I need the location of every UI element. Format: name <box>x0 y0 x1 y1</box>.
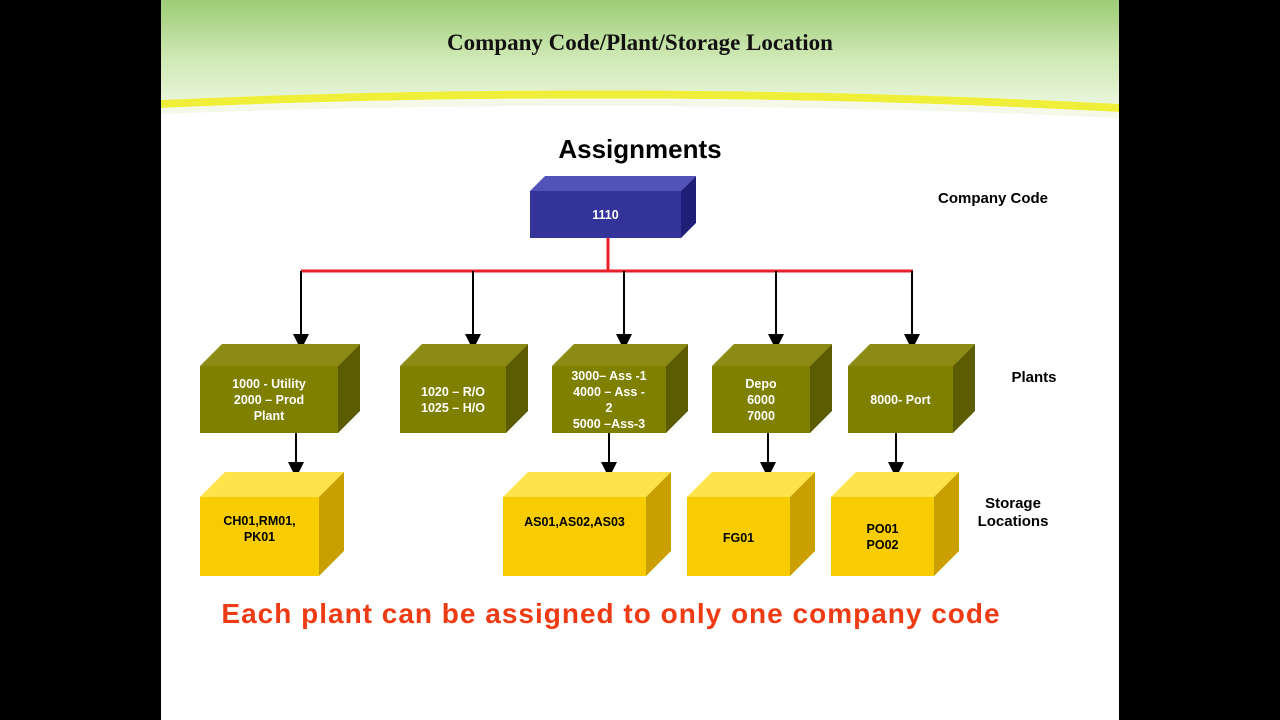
plant-box-3-shape <box>552 344 688 433</box>
plant-box-2-shape <box>400 344 528 433</box>
plant-2-line-2: 1025 – H/O <box>421 400 485 415</box>
plant-4-line-2: 6000 <box>747 392 775 407</box>
plant-box-4-shape <box>712 344 832 433</box>
storage-1-line-1: CH01,RM01, <box>223 514 296 528</box>
storage-box-3-shape <box>687 472 815 576</box>
storage-box-3-text: FG01 <box>687 497 790 579</box>
storage-box-4-shape <box>831 472 959 576</box>
plant-4-line-3: 7000 <box>747 408 775 423</box>
storage-label-line-1: Storage <box>985 495 1041 512</box>
plant-3-line-2: 4000 – Ass - <box>573 384 645 399</box>
storage-4-line-2: PO02 <box>866 537 899 552</box>
footer-statement: Each plant can be assigned to only one c… <box>221 598 1001 629</box>
storage-3-line-1: FG01 <box>722 531 755 545</box>
plant-box-1-text: 1000 - Utility 2000 – Prod Plant <box>200 366 338 433</box>
storage-4-line-1: PO01 <box>866 521 899 536</box>
plant-1-line-2: 2000 – Prod <box>233 392 305 407</box>
storage-locations-label: Storage Locations <box>961 495 1065 531</box>
plant-1-line-3: Plant <box>253 408 285 423</box>
storage-2-line-1: AS01,AS02,AS03 <box>524 515 625 529</box>
storage-box-2-text: AS01,AS02,AS03 <box>503 497 646 547</box>
plant-box-2-text: 1020 – R/O 1025 – H/O <box>400 366 506 433</box>
plant-1-line-1: 1000 - Utility <box>232 376 306 391</box>
plant-3-line-3: 2 <box>605 400 613 415</box>
plant-box-5-shape <box>848 344 975 433</box>
company-code-box-text: 1110 <box>530 191 681 238</box>
storage-box-1-shape <box>200 472 344 576</box>
header-banner <box>161 0 1119 118</box>
connectors <box>288 238 920 478</box>
plant-box-1-shape <box>200 344 360 433</box>
plant-3-line-4: 5000 –Ass-3 <box>572 416 646 431</box>
slide: Company Code/Plant/Storage Location Assi… <box>161 0 1119 720</box>
storage-1-line-2: PK01 <box>243 530 276 544</box>
company-code-label: Company Code <box>937 190 1048 207</box>
plant-3-line-1: 3000– Ass -1 <box>571 368 647 383</box>
storage-label-line-2: Locations <box>977 513 1049 530</box>
plants-label: Plants <box>1011 369 1057 386</box>
plant-2-line-1: 1020 – R/O <box>421 384 485 399</box>
plant-5-line-1: 8000- Port <box>870 392 931 407</box>
plant-box-4-text: Depo 6000 7000 <box>712 366 810 433</box>
plant-box-5-text: 8000- Port <box>848 366 953 433</box>
company-code-value: 1110 <box>592 207 619 222</box>
plant-box-3-text: 3000– Ass -1 4000 – Ass - 2 5000 –Ass-3 <box>552 366 666 433</box>
assignments-heading: Assignments <box>558 134 722 164</box>
company-code-box-shape <box>530 176 696 238</box>
plant-4-line-1: Depo <box>745 376 777 391</box>
storage-box-1-text: CH01,RM01, PK01 <box>200 497 319 561</box>
storage-box-2-shape <box>503 472 671 576</box>
storage-box-4-text: PO01 PO02 <box>831 497 934 576</box>
slide-title: Company Code/Plant/Storage Location <box>447 30 833 55</box>
